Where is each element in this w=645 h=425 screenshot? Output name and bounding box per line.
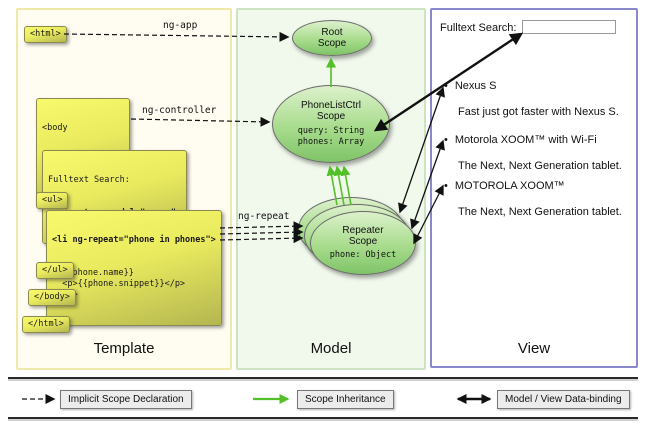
code-html-close: </html> (22, 316, 70, 334)
list-item: • Motorola XOOM™ with Wi-Fi The Next, Ne… (444, 134, 634, 173)
view-search-label: Fulltext Search: (440, 22, 517, 34)
legend-data-binding: Model / View Data-binding (497, 390, 630, 409)
code-html-open: <html> (24, 26, 67, 44)
phonelistctrl-scope-ellipse: PhoneListCtrl Scope query: String phones… (272, 85, 390, 163)
list-item-desc: The Next, Next Generation tablet. (458, 206, 622, 218)
ng-repeat-label: ng-repeat (238, 211, 290, 222)
legend-implicit-scope: Implicit Scope Declaration (60, 390, 192, 409)
repeater-scope-ellipse: Repeater Scope phone: Object (310, 211, 416, 275)
list-item: • Nexus S Fast just got faster with Nexu… (444, 80, 634, 119)
list-item-desc: The Next, Next Generation tablet. (458, 160, 622, 172)
bullet-icon: • (444, 134, 448, 146)
legend-bottom-separator (8, 417, 638, 419)
code-body-close: </body> (28, 289, 76, 307)
root-scope-ellipse: Root Scope (292, 20, 372, 56)
ng-app-label: ng-app (163, 20, 198, 31)
list-item: • MOTOROLA XOOM™ The Next, Next Generati… (444, 180, 634, 219)
repeater-scope-title: Repeater Scope (342, 224, 384, 248)
phonelistctrl-phones-prop: phones: Array (297, 137, 365, 147)
code-fulltext-label: Fulltext Search: (48, 175, 130, 186)
bullet-icon: • (444, 180, 448, 192)
bullet-icon: • (444, 80, 448, 92)
phonelistctrl-query-prop: query: String (297, 125, 365, 136)
list-item-title: Motorola XOOM™ with Wi-Fi (454, 134, 597, 146)
model-panel (236, 8, 426, 370)
view-panel-label: View (517, 340, 551, 357)
code-li-open: <li ng-repeat="phone in phones"> (52, 235, 216, 246)
legend-top-separator (8, 377, 638, 379)
code-ul-open: <ul> (36, 192, 69, 210)
code-body-open-tag: <body (42, 123, 68, 134)
phonelistctrl-scope-title: PhoneListCtrl Scope (300, 99, 362, 123)
list-item-title: MOTOROLA XOOM™ (454, 180, 565, 192)
code-ul-close: </ul> (36, 262, 74, 280)
repeater-phone-prop: phone: Object (329, 249, 397, 260)
view-search-input[interactable] (522, 20, 616, 34)
model-panel-label: Model (310, 340, 352, 357)
template-panel-label: Template (93, 340, 155, 357)
ng-controller-label: ng-controller (142, 105, 217, 116)
list-item-desc: Fast just got faster with Nexus S. (458, 106, 619, 118)
list-item-title: Nexus S (454, 80, 497, 92)
root-scope-title: Root Scope (317, 26, 347, 50)
code-li-body: {{phone.name}} <p>{{phone.snippet}}</p> … (52, 268, 186, 300)
legend-scope-inheritance: Scope Inheritance (297, 390, 394, 409)
